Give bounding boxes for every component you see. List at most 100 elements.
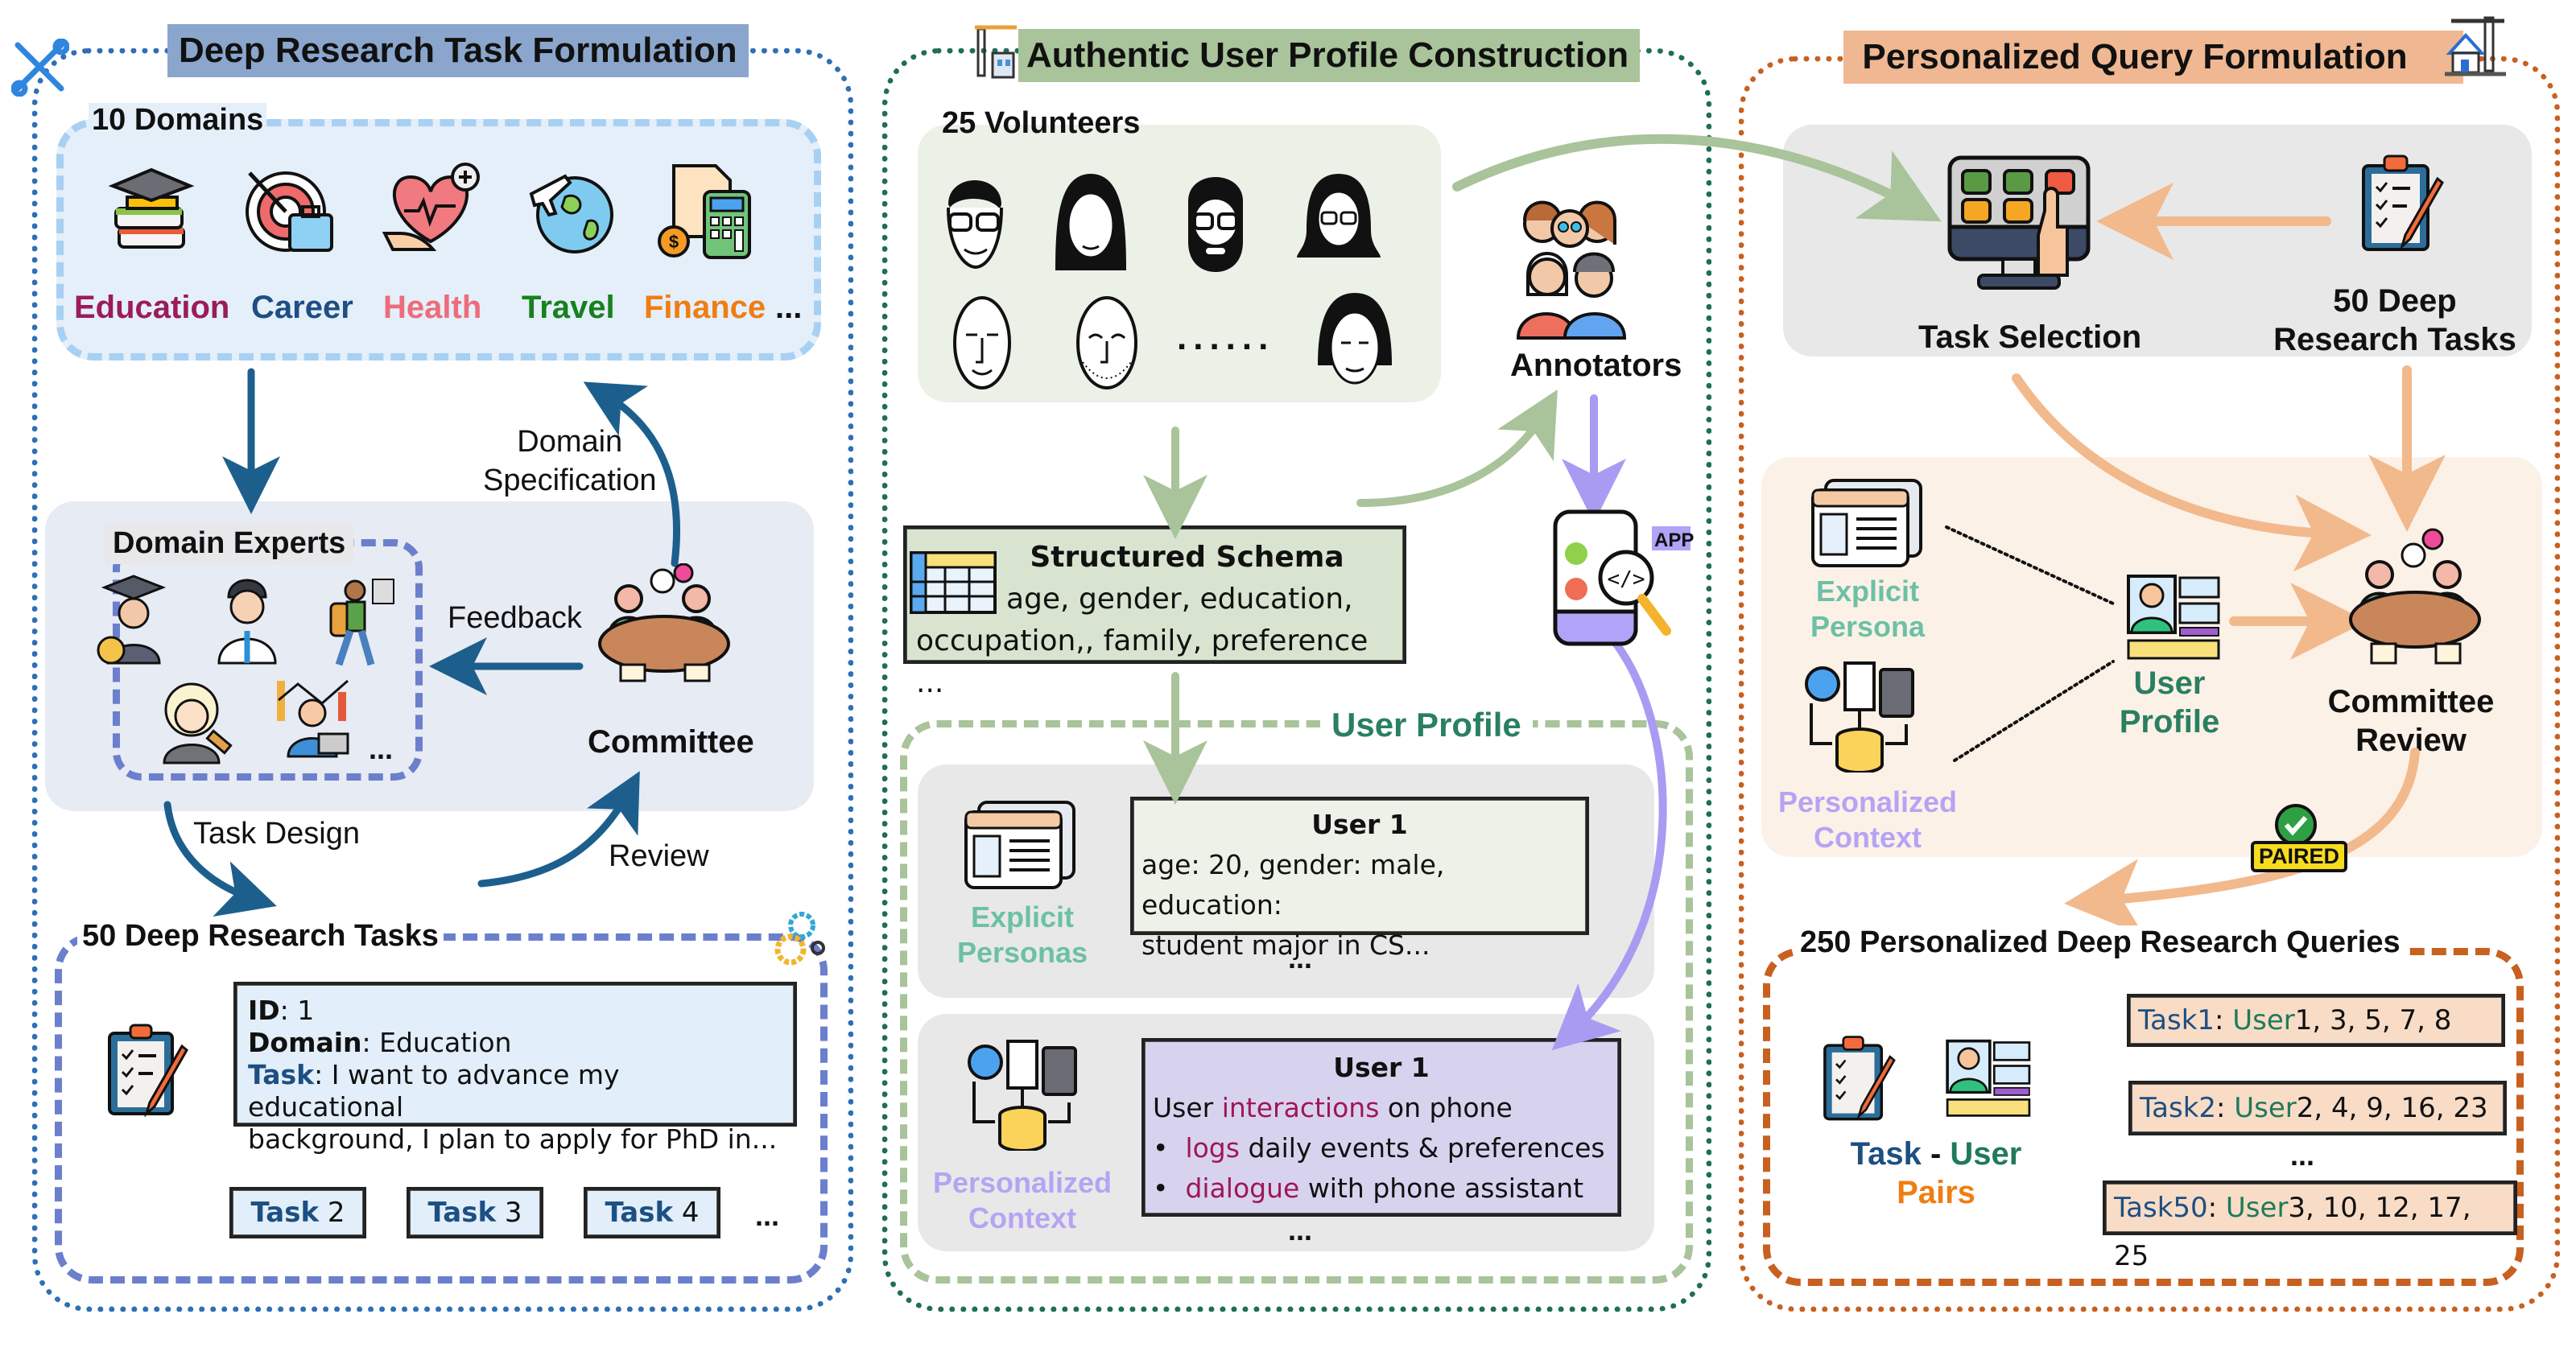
pairs-dash: - bbox=[1921, 1136, 1951, 1172]
paired-badge: PAIRED bbox=[2251, 841, 2348, 872]
domain-specification-line-1: Domain bbox=[517, 425, 623, 459]
pairs-word: Pairs bbox=[1897, 1175, 1975, 1210]
pair-row[interactable]: Task2: User2, 4, 9, 16, 23 bbox=[2128, 1081, 2507, 1135]
deep-tasks-label: 50 Deep Research Tasks bbox=[2270, 282, 2520, 359]
committee-review-icon[interactable] bbox=[2343, 523, 2487, 672]
personalized-context-line-2: Context bbox=[968, 1201, 1076, 1234]
user-profile-label-2: User Profile bbox=[2109, 664, 2230, 741]
task-card-domain-key: Domain bbox=[248, 1027, 362, 1058]
user1-context-card[interactable]: User 1 User interactions on phone • logs… bbox=[1141, 1038, 1621, 1217]
committee-review-label: Committee Review bbox=[2318, 682, 2504, 760]
user-profile-card-icon bbox=[2125, 573, 2222, 665]
analyst-expert-icon bbox=[274, 676, 354, 764]
personalized-context-more: ... bbox=[1288, 1213, 1313, 1246]
explicit-personas-line-2: Personas bbox=[956, 936, 1088, 969]
pair-row-task: Task1 bbox=[2138, 1004, 2215, 1036]
pair-row-user: User bbox=[2234, 1092, 2297, 1124]
app-badge: APP bbox=[1654, 529, 1695, 551]
svg-text:$: $ bbox=[669, 232, 679, 252]
task-chip-4[interactable]: Task 4 bbox=[584, 1187, 720, 1238]
domain-label-travel: Travel bbox=[522, 290, 615, 325]
structured-schema-title: Structured Schema bbox=[1030, 541, 1344, 574]
task-user-pairs-line-1: Task - User bbox=[1827, 1135, 2045, 1173]
experts-more: ... bbox=[369, 732, 394, 765]
pair-row[interactable]: Task50: User3, 10, 12, 17, 25 bbox=[2103, 1181, 2517, 1272]
volunteer-face-icon bbox=[1175, 169, 1256, 278]
committee-icon[interactable] bbox=[592, 562, 737, 688]
crane-building-icon bbox=[970, 21, 1022, 83]
calculator-coins-icon: $ bbox=[656, 161, 757, 266]
personalized-context-data-icon bbox=[1803, 660, 1916, 777]
volunteer-face-icon bbox=[1051, 169, 1131, 278]
clipboard-checklist-icon bbox=[105, 1022, 193, 1123]
personalized-queries-label: 250 Personalized Deep Research Queries bbox=[1795, 925, 2405, 960]
task-card-task-key: Task bbox=[248, 1059, 315, 1090]
task-chip-key: Task bbox=[427, 1197, 497, 1229]
task-card-task-line-1: I want to advance my educational bbox=[248, 1059, 620, 1123]
traveler-expert-icon bbox=[326, 573, 398, 674]
task-card-id-value: 1 bbox=[297, 995, 315, 1026]
context-highlight: logs bbox=[1185, 1132, 1240, 1164]
globe-plane-icon bbox=[523, 165, 620, 266]
annotators-label: Annotators bbox=[1510, 348, 1682, 383]
task-chip-num: 3 bbox=[504, 1197, 522, 1229]
context-highlight: interactions bbox=[1221, 1092, 1380, 1123]
structured-schema-line-1: age, gender, education, bbox=[1006, 583, 1353, 616]
deep-research-tasks-label: 50 Deep Research Tasks bbox=[77, 919, 444, 954]
domain-label-education: Education bbox=[74, 290, 230, 325]
domain-label-health: Health bbox=[383, 290, 482, 325]
judge-expert-icon bbox=[153, 676, 233, 768]
panel-user-profile-construction-title: Authentic User Profile Construction bbox=[1018, 29, 1641, 82]
volunteer-face-icon bbox=[1294, 169, 1383, 270]
task-chip-2[interactable]: Task 2 bbox=[229, 1187, 366, 1238]
user1-persona-title: User 1 bbox=[1311, 809, 1408, 840]
personalized-context-line-2: Context bbox=[1814, 821, 1922, 854]
explicit-persona-line-2: Persona bbox=[1810, 610, 1926, 643]
user1-context-bullet-1: • logs daily events & preferences bbox=[1153, 1132, 1605, 1164]
task-card-id-key: ID bbox=[248, 995, 280, 1026]
user1-context-bullet-2: • dialogue with phone assistant bbox=[1153, 1172, 1584, 1204]
gears-icon bbox=[766, 908, 831, 976]
task-chip-num: 2 bbox=[327, 1197, 345, 1229]
heart-hand-icon bbox=[378, 161, 483, 266]
task-selection-label: Task Selection bbox=[1918, 319, 2142, 355]
pair-row-task: Task50 bbox=[2114, 1192, 2208, 1224]
task-card[interactable]: ID: 1 Domain: Education Task: I want to … bbox=[233, 982, 797, 1155]
task-card-task-line-2: background, I plan to apply for PhD in..… bbox=[248, 1123, 778, 1155]
task-clipboard-icon bbox=[1819, 1034, 1900, 1127]
pair-row[interactable]: Task1: User1, 3, 5, 7, 8 bbox=[2127, 994, 2505, 1047]
graduation-books-icon bbox=[103, 165, 200, 266]
personalized-context-line-1: Personalized bbox=[932, 1166, 1113, 1199]
structured-schema-card[interactable]: Structured Schema age, gender, education… bbox=[903, 525, 1406, 699]
deep-tasks-clipboard-icon bbox=[2359, 153, 2447, 258]
explicit-persona-card-icon bbox=[964, 801, 1077, 893]
personalized-context-data-icon bbox=[966, 1038, 1079, 1155]
domain-experts-label: Domain Experts bbox=[105, 523, 354, 564]
deep-tasks-line-1: 50 Deep bbox=[2333, 283, 2457, 319]
pair-row-user: User bbox=[2225, 1192, 2289, 1224]
task-user-pairs-label: Task - User Pairs bbox=[1827, 1135, 2045, 1212]
user-profile-group bbox=[900, 720, 1693, 1284]
context-highlight: dialogue bbox=[1185, 1172, 1300, 1204]
user-profile-card-icon bbox=[1944, 1038, 2033, 1123]
user-profile-label: User Profile bbox=[1320, 706, 1533, 744]
domain-label-career: Career bbox=[251, 290, 353, 325]
task-selection-monitor-icon[interactable] bbox=[1946, 155, 2091, 295]
table-schema-icon bbox=[910, 551, 998, 620]
svg-text:</>: </> bbox=[1608, 567, 1645, 591]
pairs-more: ... bbox=[2290, 1139, 2315, 1172]
committee-review-line-1: Committee bbox=[2327, 684, 2495, 719]
pair-row-ids: 2, 4, 9, 16, 23 bbox=[2296, 1092, 2488, 1124]
target-briefcase-icon bbox=[242, 165, 338, 266]
personalized-context-label-2: Personalized Context bbox=[1771, 785, 1964, 855]
volunteer-face-icon bbox=[1067, 290, 1147, 398]
user1-context-title: User 1 bbox=[1333, 1052, 1430, 1083]
user-profile-line-2: Profile bbox=[2119, 704, 2220, 740]
task-chip-3[interactable]: Task 3 bbox=[407, 1187, 543, 1238]
task-chip-num: 4 bbox=[681, 1197, 700, 1229]
user1-persona-line-1: age: 20, gender: male, education: bbox=[1141, 849, 1445, 921]
explicit-persona-card-icon bbox=[1811, 479, 1924, 571]
user1-persona-card[interactable]: User 1 age: 20, gender: male, education:… bbox=[1130, 797, 1589, 961]
graduate-expert-icon bbox=[85, 573, 174, 670]
panel-query-formulation-title: Personalized Query Formulation bbox=[1843, 31, 2463, 84]
